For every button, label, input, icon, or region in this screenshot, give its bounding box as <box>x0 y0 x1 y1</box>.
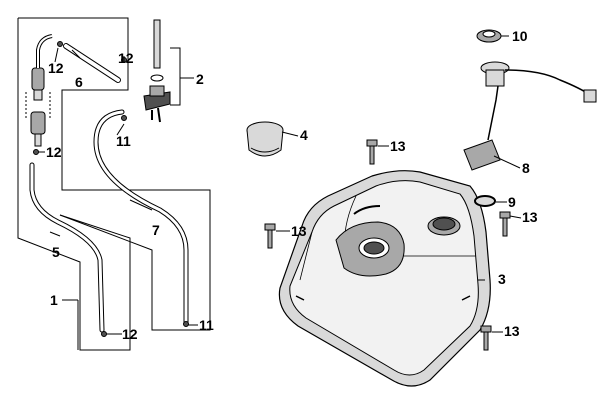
callout-1: 1 <box>50 292 58 308</box>
callout-7: 7 <box>152 222 160 238</box>
bolts-part-13 <box>264 139 511 351</box>
callout-9: 9 <box>508 194 516 210</box>
breather-tube-part-6 <box>63 43 121 83</box>
group-bracket-valve <box>18 17 211 331</box>
callout-11-bottom: 11 <box>199 317 214 333</box>
vacuum-hose-part-7 <box>93 109 189 325</box>
callout-12-bottom: 12 <box>122 326 138 342</box>
callout-13-left: 13 <box>291 223 307 239</box>
hose-clips <box>33 41 189 337</box>
callout-2: 2 <box>196 71 204 87</box>
fuel-cap-part-4 <box>246 121 284 157</box>
fuel-hose-part-5 <box>29 162 105 333</box>
callout-11-top: 11 <box>116 133 131 149</box>
fuel-sensor-gasket-part-9 <box>474 195 496 207</box>
callout-13-bottom: 13 <box>504 323 520 339</box>
callout-12-filter: 12 <box>46 144 62 160</box>
callout-13-right: 13 <box>522 209 538 225</box>
fuel-valve-part-2 <box>143 19 171 123</box>
callout-13-top: 13 <box>390 138 406 154</box>
callout-5: 5 <box>52 244 60 260</box>
callout-10: 10 <box>512 28 528 44</box>
group-bracket-left <box>17 18 131 351</box>
fuel-filter <box>25 67 51 147</box>
callout-6: 6 <box>75 74 83 90</box>
callout-4: 4 <box>300 127 308 143</box>
leader-lines <box>38 35 522 350</box>
callout-8: 8 <box>522 160 530 176</box>
callout-12-top-left: 12 <box>48 60 64 76</box>
callout-3: 3 <box>498 271 506 287</box>
fuel-tank-part-3 <box>278 170 491 387</box>
fuel-sensor-part-8 <box>463 61 597 171</box>
rubber-seal-part-10 <box>476 29 502 43</box>
callout-12-top-right: 12 <box>118 50 134 66</box>
